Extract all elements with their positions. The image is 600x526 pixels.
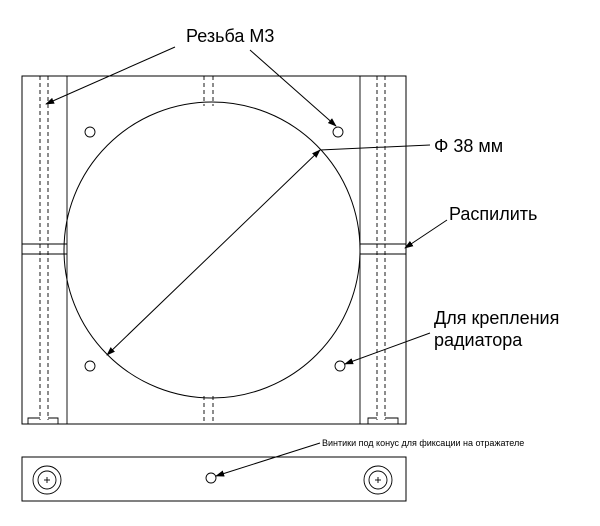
label-saw: Распилить: [449, 204, 537, 224]
mount-hole-bottom-right: [334, 360, 346, 372]
notch-right: [367, 417, 377, 424]
plate-outline: [21, 75, 407, 425]
diameter-dimension-line: [106, 149, 321, 356]
mount-hole-top-right: [332, 126, 344, 138]
mount-hole-bottom-left: [84, 360, 96, 372]
diameter-leader: [319, 144, 431, 151]
label-mount-line1: Для крепления: [434, 308, 559, 328]
thread-leader-left: [45, 46, 176, 105]
label-thread: Резьба М3: [186, 26, 274, 46]
label-diameter: Φ 38 мм: [434, 136, 503, 156]
mount-hole-top-left: [84, 126, 96, 138]
plate-top-view: [21, 75, 407, 425]
screw-left-inner: [37, 470, 57, 490]
central-opening-circle: [63, 101, 361, 399]
label-mount-line2: радиатора: [434, 330, 523, 350]
plate-side-view: [21, 456, 407, 502]
label-screws: Винтики под конус для фиксации на отража…: [322, 438, 524, 448]
notch-right-b: [385, 417, 399, 424]
side-bar-outline: [21, 456, 407, 502]
thread-leader-right: [249, 49, 337, 127]
screws-leader: [215, 442, 321, 477]
screw-left-outer: [32, 465, 62, 495]
mount-leader: [344, 332, 431, 365]
screw-right-inner: [368, 470, 388, 490]
notch-left-b: [48, 417, 59, 424]
saw-leader: [404, 219, 448, 249]
side-center-hole: [205, 472, 217, 484]
notch-left: [27, 417, 40, 424]
screw-right-outer: [363, 465, 393, 495]
